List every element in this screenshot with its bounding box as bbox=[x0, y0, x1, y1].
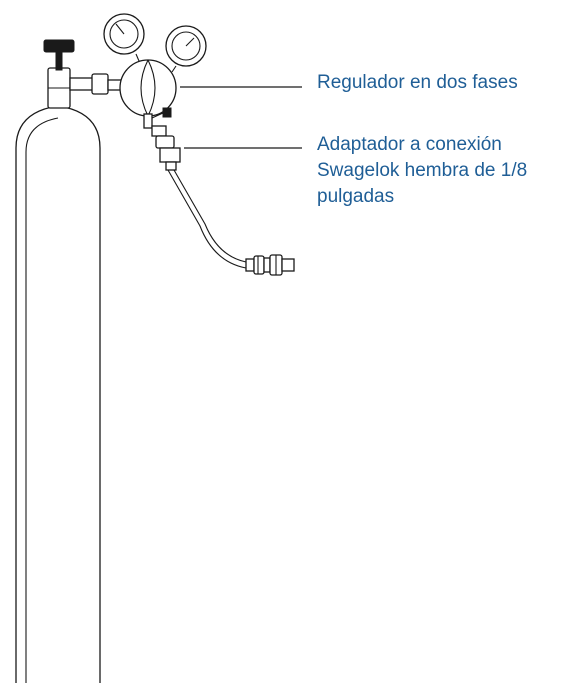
gas-cylinder bbox=[15, 105, 101, 683]
adapter-callout-label: Adaptador a conexión Swagelok hembra de … bbox=[317, 132, 527, 210]
regulator-callout-label: Regulador en dos fases bbox=[317, 72, 518, 93]
adapter-callout-line-2: Swagelok hembra de 1/8 bbox=[317, 160, 528, 181]
two-stage-regulator bbox=[103, 13, 207, 129]
adapter-fitting bbox=[151, 125, 181, 171]
valve-to-regulator-connector bbox=[69, 73, 125, 95]
adapter-callout-line-1: Adaptador a conexión bbox=[317, 134, 502, 155]
adapter-callout-line-3: pulgadas bbox=[317, 186, 395, 207]
transfer-tubing bbox=[167, 169, 247, 269]
swagelok-end-fitting bbox=[245, 254, 295, 276]
cylinder-valve bbox=[43, 39, 75, 109]
